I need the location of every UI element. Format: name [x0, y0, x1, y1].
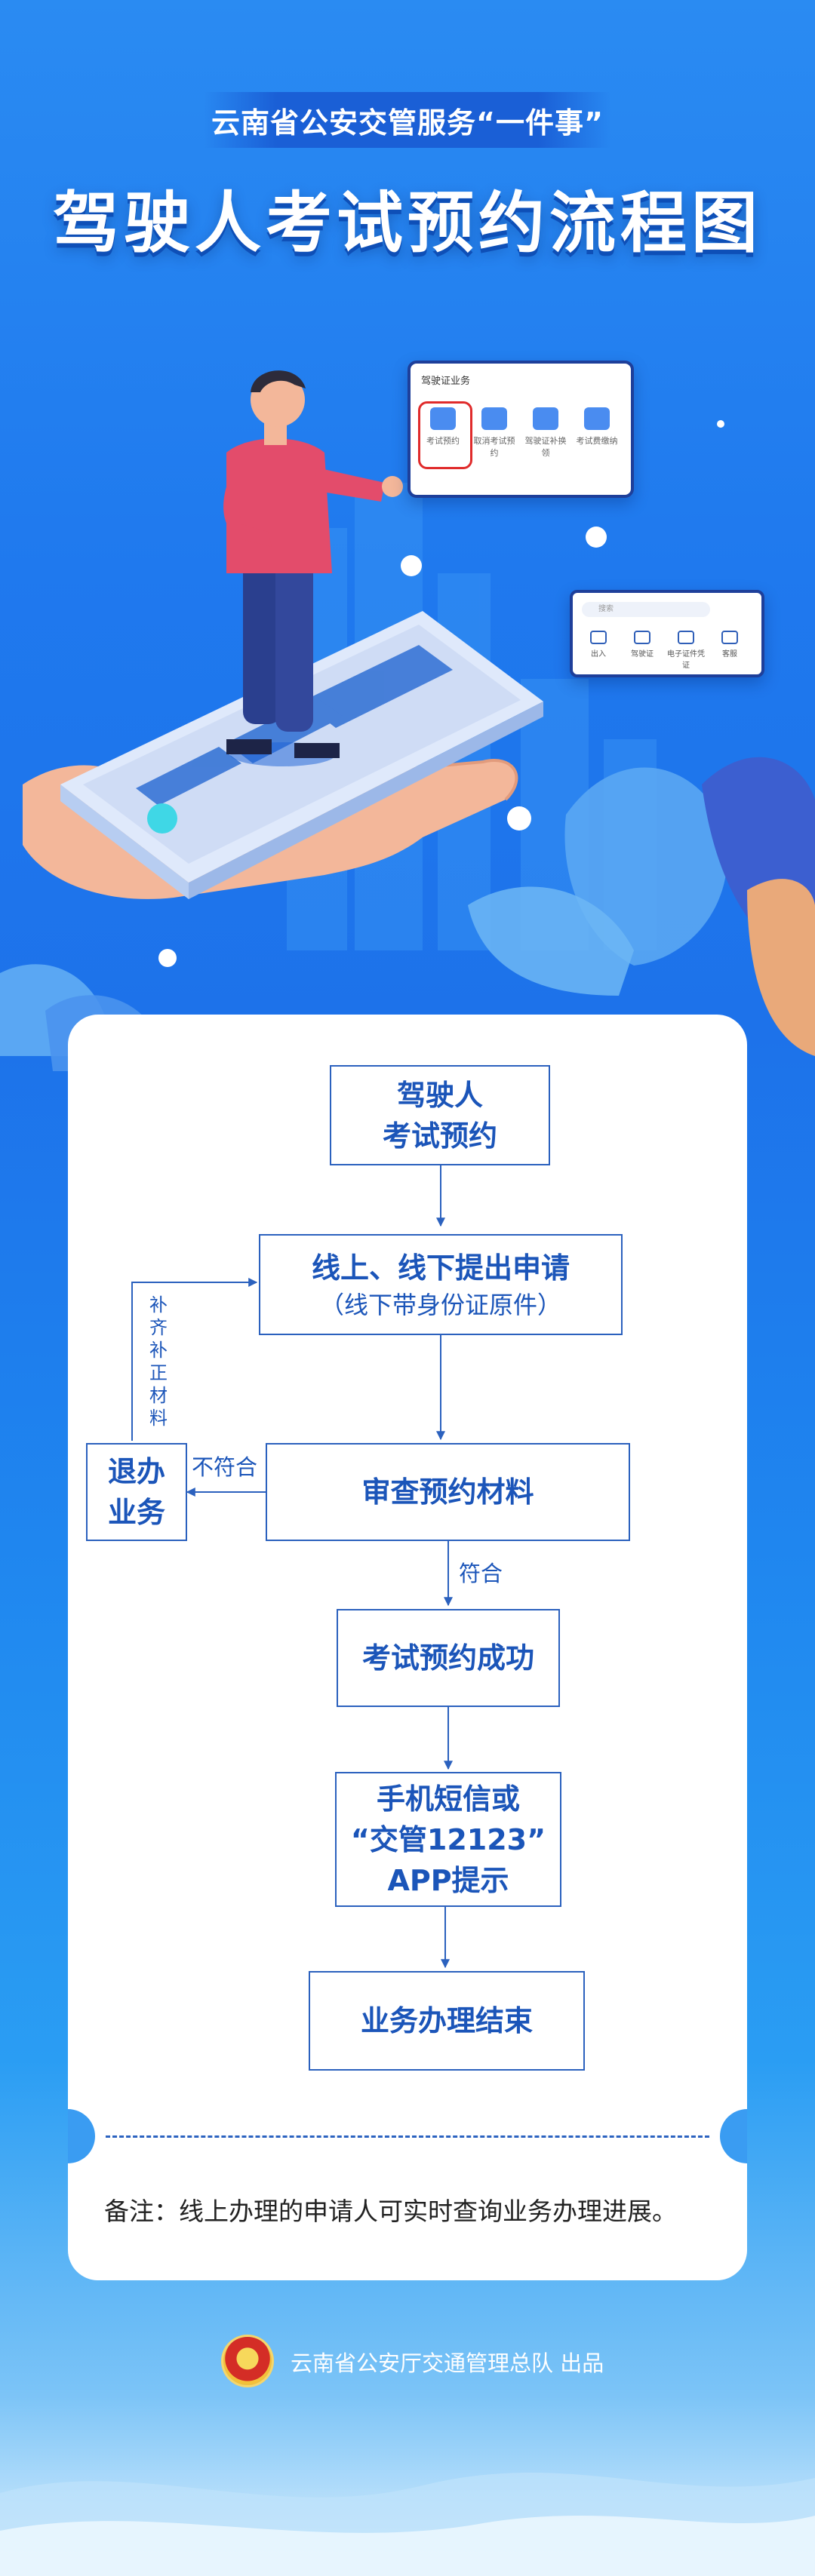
app-item-car: 出入 — [579, 631, 618, 659]
chat-icon — [721, 631, 738, 644]
flow-end-box: 业务办理结束 — [309, 1971, 585, 2071]
dot-2 — [586, 527, 607, 548]
app-item-fee: 考试费缴纳 — [574, 407, 620, 447]
flow-start-box: 驾驶人 考试预约 — [330, 1065, 550, 1165]
remark-text: 备注：线上办理的申请人可实时查询业务办理进展。 — [104, 2197, 677, 2226]
label-not-pass: 不符合 — [192, 1454, 258, 1480]
calendar-icon — [430, 407, 456, 430]
leaf-right-3 — [747, 879, 815, 1056]
app-card-license: 驾驶证业务 考试预约 取消考试预约 驾驶证补换领 考试费缴纳 — [408, 361, 634, 498]
flow-reject-box: 退办 业务 — [86, 1443, 187, 1541]
app-card-title: 驾驶证业务 — [421, 376, 471, 387]
app-item-ecert: 电子证件凭证 — [666, 631, 706, 670]
footer-credit: 云南省公安厅交通管理总队 出品 — [291, 2350, 604, 2376]
page-title: 驾驶人考试预约流程图 — [52, 184, 762, 262]
person — [223, 370, 403, 766]
label-pass: 符合 — [459, 1561, 503, 1586]
license-icon — [634, 631, 650, 644]
dot-6 — [717, 420, 724, 428]
flow-success-box: 考试预约成功 — [337, 1609, 560, 1707]
header-subtitle: 云南省公安交管服务“一件事” — [204, 92, 611, 148]
app-item-service: 客服 — [710, 631, 749, 659]
arrow-reject-apply — [131, 1278, 258, 1441]
id-card-icon — [533, 407, 558, 430]
car-icon — [590, 631, 607, 644]
app-item-cancel: 取消考试预约 — [471, 407, 518, 459]
search-bar: 搜索 — [582, 602, 710, 617]
card-divider — [106, 2135, 709, 2138]
wallet-icon — [678, 631, 694, 644]
receipt-icon — [584, 407, 610, 430]
calendar-icon — [481, 407, 507, 430]
app-card-home: 搜索 出入 驾驶证 电子证件凭证 客服 — [570, 590, 764, 677]
app-item-license: 驾驶证 — [623, 631, 662, 659]
flow-review-box: 审查预约材料 — [266, 1443, 630, 1541]
selected-highlight — [418, 401, 472, 469]
dot-5 — [158, 949, 177, 967]
leaf-right-4 — [468, 886, 634, 996]
bottom-waves — [0, 2472, 815, 2576]
app-item-exam: 考试预约 — [420, 407, 466, 447]
dot-1 — [401, 555, 422, 576]
flow-apply-box: 线上、线下提出申请 （线下带身份证原件） — [259, 1234, 623, 1335]
hero-illustration — [0, 370, 815, 1071]
label-supplement: 补齐补正材料 — [149, 1294, 168, 1429]
police-emblem-icon — [223, 2337, 272, 2385]
dot-3 — [507, 806, 531, 831]
app-item-renew: 驾驶证补换领 — [522, 407, 569, 459]
flow-notify-box: 手机短信或 “交管12123” APP提示 — [335, 1772, 561, 1907]
